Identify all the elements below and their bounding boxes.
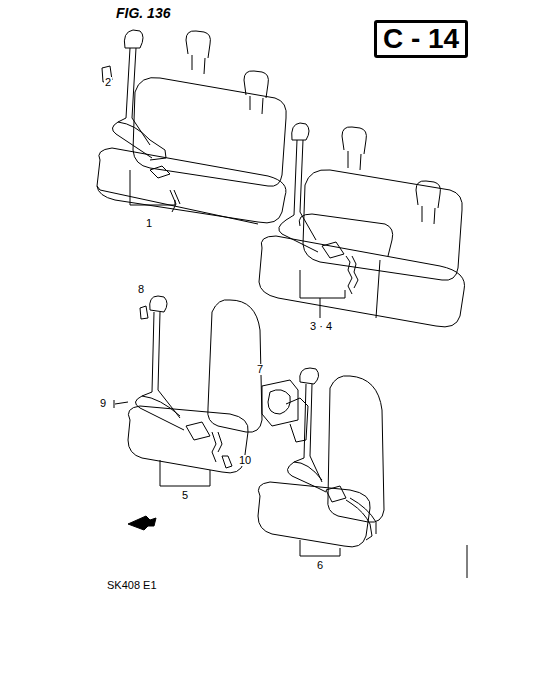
callout-number: 2 [104, 77, 112, 88]
callout-number: 3 · 4 [309, 321, 333, 332]
bucket-seat [114, 296, 262, 486]
callout-number: 1 [145, 218, 153, 229]
figure-title: FIG. 136 [116, 6, 170, 20]
page-code-box: C - 14 [374, 20, 468, 58]
callout-number: 6 [316, 560, 324, 571]
direction-arrow [128, 516, 156, 530]
bench-seat [259, 123, 465, 327]
drawing-code: SK408 E1 [106, 580, 158, 591]
callout-number: 9 [99, 398, 107, 409]
bench-seat [97, 30, 286, 224]
margin-mark [467, 545, 468, 578]
callout-number: 7 [256, 364, 264, 375]
callout-number: 10 [238, 455, 252, 466]
bucket-seat [258, 368, 384, 556]
callout-number: 5 [181, 490, 189, 501]
callout-number: 8 [137, 284, 145, 295]
page-code: C - 14 [383, 25, 459, 53]
